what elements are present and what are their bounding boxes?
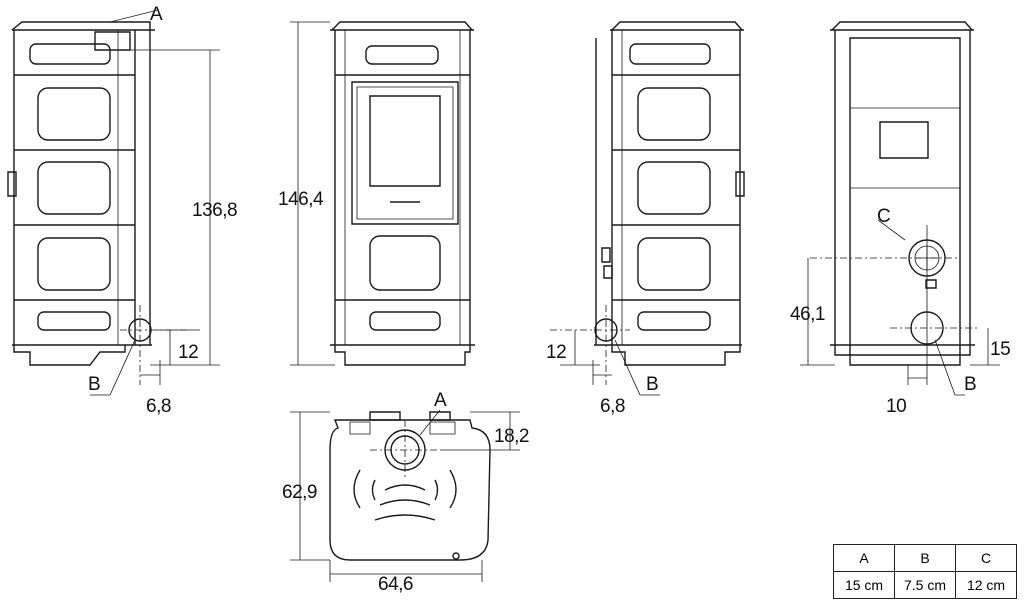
dimension-front-height: 136,8 <box>192 200 237 221</box>
dimension-door-height: 146,4 <box>278 189 324 210</box>
label-front-b: B <box>88 374 100 395</box>
legend-value-a: 15 cm <box>833 571 895 599</box>
dimension-top-depth: 18,2 <box>494 426 529 447</box>
label-rear-b: B <box>964 374 976 395</box>
dimension-top-total-depth: 62,9 <box>282 482 317 503</box>
legend-value-row: 15 cm 7.5 cm 12 cm <box>833 571 1017 599</box>
side-view-left <box>8 10 220 395</box>
dimension-rear-height-c: 46,1 <box>790 304 825 325</box>
dimension-front-offset-right: 12 <box>178 342 198 363</box>
label-back-b: B <box>646 374 658 395</box>
legend-value-b: 7.5 cm <box>894 571 956 599</box>
connection-legend-table: A B C 15 cm 7.5 cm 12 cm <box>833 544 1017 599</box>
label-front-a: A <box>150 4 163 25</box>
dimension-back-offset-bottom: 6,8 <box>600 396 625 417</box>
dimension-front-offset-bottom: 6,8 <box>146 396 171 417</box>
dimension-back-offset-left: 12 <box>546 342 566 363</box>
labels: A 136,8 12 B 6,8 146,4 12 B 6,8 C 46,1 1… <box>88 4 1011 595</box>
legend-value-c: 12 cm <box>955 571 1017 599</box>
top-view <box>290 410 520 582</box>
dimension-top-width: 64,6 <box>378 574 413 595</box>
rear-view <box>800 22 1000 395</box>
legend-header-c: C <box>955 544 1017 572</box>
label-rear-c: C <box>877 206 890 227</box>
side-view-right <box>550 22 744 395</box>
legend-header-b: B <box>894 544 956 572</box>
legend-header-a: A <box>833 544 895 572</box>
dimension-rear-offset-bottom: 10 <box>886 396 906 417</box>
dimension-rear-offset-right: 15 <box>990 339 1010 360</box>
front-view-door <box>290 22 475 365</box>
label-top-a: A <box>434 390 447 411</box>
legend-header-row: A B C <box>833 544 1017 572</box>
